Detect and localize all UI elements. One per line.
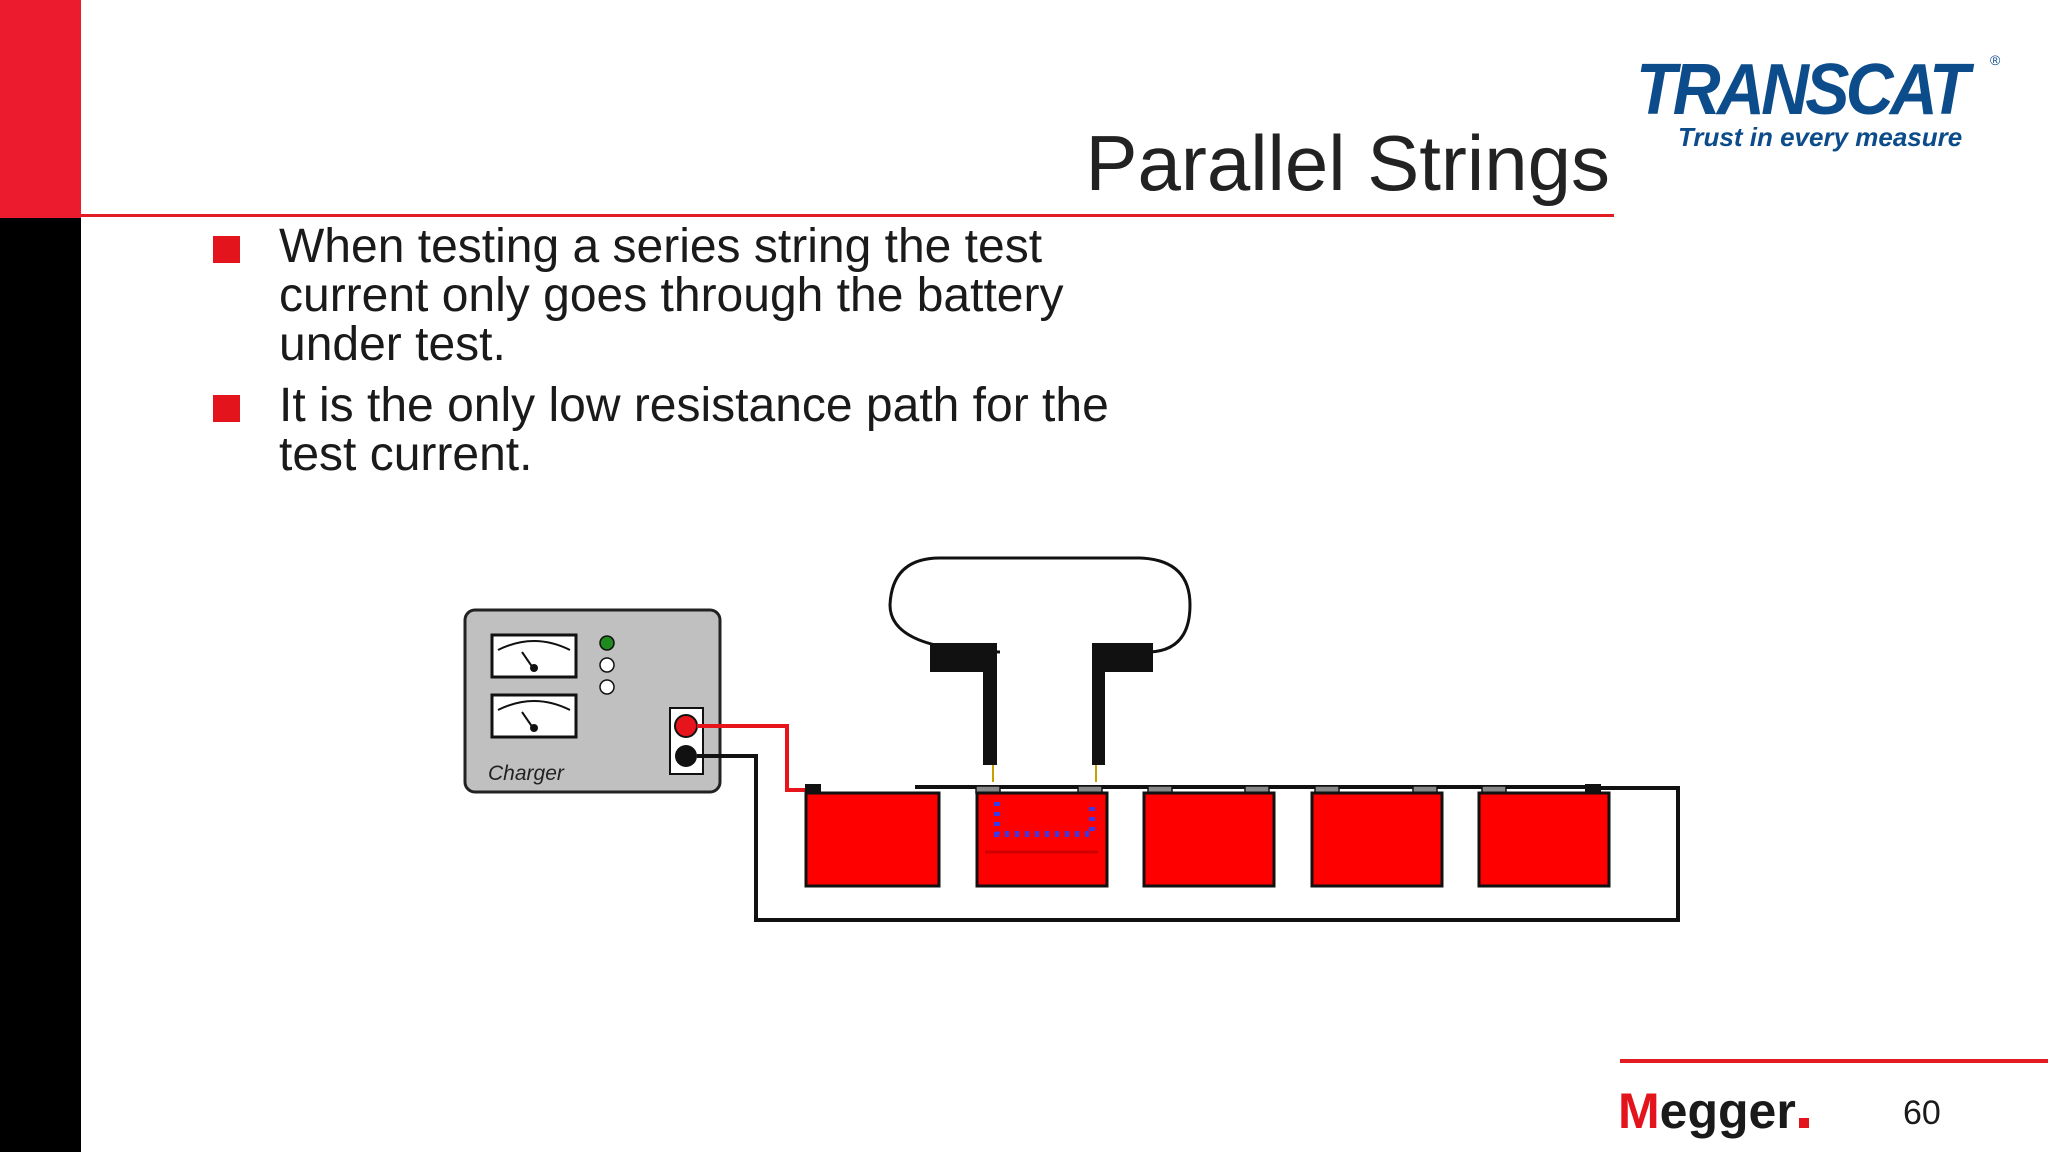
battery-string [804, 784, 1611, 888]
left-accent-bar-red [0, 0, 81, 218]
transcat-wordmark: TRANSCAT [1636, 50, 1970, 130]
bullet-list: When testing a series string the test cu… [210, 222, 1110, 491]
indicator-led [599, 657, 615, 673]
transcat-tagline: Trust in every measure [1678, 122, 1963, 152]
transcat-logo: TRANSCAT ® Trust in every measure [1636, 50, 2006, 160]
indicator-led [599, 679, 615, 695]
negative-terminal [675, 745, 697, 767]
bullet-item: It is the only low resistance path for t… [210, 381, 1110, 479]
bullet-text: When testing a series string the test cu… [279, 220, 1064, 371]
tester-probe [888, 556, 1192, 782]
positive-terminal [674, 714, 698, 738]
charger: Charger [463, 608, 722, 794]
slide-title: Parallel Strings [1085, 119, 1610, 207]
charger-label: Charger [488, 762, 565, 785]
battery [804, 784, 941, 888]
test-current-path [994, 802, 1095, 837]
battery [1477, 784, 1611, 888]
meter-icon [490, 633, 578, 679]
bullet-item: When testing a series string the test cu… [210, 222, 1110, 369]
bullet-square-icon [213, 236, 240, 263]
megger-logo: Megger [1618, 1082, 1809, 1140]
battery [1310, 785, 1444, 888]
bullet-square-icon [213, 395, 240, 422]
meter-icon [490, 693, 578, 739]
title-underline [81, 214, 1614, 217]
battery [1142, 785, 1276, 888]
registered-mark: ® [1990, 52, 2001, 68]
footer-rule [1620, 1059, 2048, 1063]
battery-test-diagram: Charger [463, 556, 1680, 922]
positive-wire [697, 724, 820, 792]
left-accent-bar-black [0, 218, 81, 1152]
bullet-text: It is the only low resistance path for t… [279, 379, 1109, 481]
indicator-led-green [599, 635, 615, 651]
battery-under-test [975, 785, 1109, 888]
negative-wire [697, 754, 1680, 922]
page-number: 60 [1903, 1094, 1941, 1132]
